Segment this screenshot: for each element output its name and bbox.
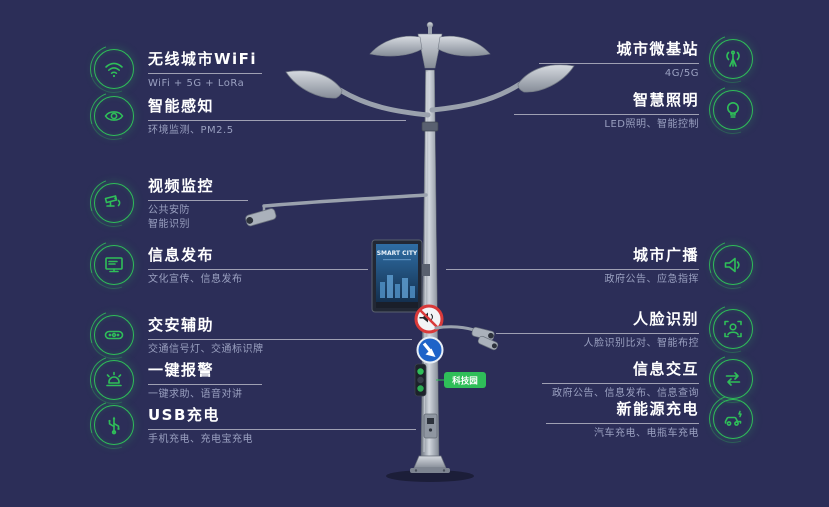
connector-line <box>148 269 368 270</box>
connector-line <box>539 63 699 64</box>
feature-subtitle: 环境监测、PM2.5 <box>148 125 234 136</box>
environment-sensor <box>421 121 439 132</box>
feature-subtitle: 政府公告、应急指挥 <box>604 274 699 285</box>
no-horn-sign <box>414 304 444 334</box>
feature-smart-sensing: 智能感知 环境监测、PM2.5 <box>94 95 406 138</box>
feature-info-publishing: 信息发布 文化宣传、信息发布 <box>94 244 368 287</box>
feature-ev-charging: 新能源充电 汽车充电、电瓶车充电 <box>546 398 753 441</box>
cctv-camera-icon <box>94 183 134 223</box>
left-lamp-head <box>285 70 343 99</box>
traffic-signal-icon <box>94 315 134 356</box>
connector-line <box>148 200 248 201</box>
feature-title: 人脸识别 <box>632 310 699 328</box>
feature-title: 一键报警 <box>148 361 215 379</box>
feature-smart-lighting: 智慧照明 LED照明、智能控制 <box>514 89 753 132</box>
feature-title: 城市广播 <box>632 246 699 264</box>
info-exchange-icon <box>713 359 753 400</box>
feature-micro-base-station: 城市微基站 4G/5G <box>539 38 753 81</box>
feature-subtitle-2: 智能识别 <box>148 218 190 230</box>
tech-park-tag: 科技园 <box>436 372 486 388</box>
display-screen-icon <box>94 245 134 286</box>
sensor-icon <box>94 96 134 137</box>
feature-subtitle: 人脸识别比对、智能布控 <box>583 338 699 349</box>
feature-subtitle: 文化宣传、信息发布 <box>148 274 243 285</box>
feature-title: 新能源充电 <box>616 400 699 418</box>
pole-base <box>410 455 450 473</box>
feature-face-recognition: 人脸识别 人脸识别比对、智能布控 <box>496 308 753 351</box>
usb-icon <box>94 405 134 446</box>
feature-subtitle: LED照明、智能控制 <box>604 119 699 130</box>
connector-line <box>148 384 262 385</box>
display-screen: SMART CITY <box>371 239 430 313</box>
face-recognition-icon <box>713 309 753 350</box>
feature-title: USB充电 <box>148 406 220 424</box>
wifi-icon <box>94 49 134 90</box>
ground-shadow <box>386 470 474 482</box>
connector-line <box>148 429 416 430</box>
connector-line <box>546 423 699 424</box>
feature-traffic-assist: 交安辅助 交通信号灯、交通标识牌 <box>94 314 412 357</box>
cctv-camera <box>245 193 428 227</box>
right-lamp-arm <box>429 64 575 113</box>
screen-title: SMART CITY <box>377 250 418 257</box>
feature-subtitle: 手机充电、充电宝充电 <box>148 434 253 445</box>
feature-subtitle: 一键求助、语音对讲 <box>148 389 243 400</box>
feature-title: 信息交互 <box>632 360 699 378</box>
feature-emergency-alarm: 一键报警 一键求助、语音对讲 <box>94 359 262 402</box>
feature-title: 智能感知 <box>148 97 215 115</box>
alarm-icon <box>94 360 134 401</box>
feature-title: 城市微基站 <box>616 40 699 58</box>
feature-city-broadcast: 城市广播 政府公告、应急指挥 <box>446 244 753 287</box>
feature-title: 智慧照明 <box>632 91 699 109</box>
connector-line <box>514 114 699 115</box>
connector-line <box>496 333 699 334</box>
feature-title: 无线城市WiFi <box>148 50 258 68</box>
feature-subtitle: 交通信号灯、交通标识牌 <box>148 344 264 355</box>
charging-panel <box>423 413 438 439</box>
feature-subtitle: 政府公告、信息发布、信息查询 <box>552 388 699 399</box>
feature-usb-charging: USB充电 手机充电、充电宝充电 <box>94 404 416 447</box>
feature-title: 信息发布 <box>148 246 215 264</box>
feature-subtitle: WiFi + 5G + LoRa <box>148 78 245 89</box>
feature-subtitle: 4G/5G <box>664 68 699 79</box>
smart-pole-illustration: SMART CITY <box>245 21 575 482</box>
feature-title: 交安辅助 <box>148 316 215 334</box>
tech-park-tag-label: 科技园 <box>452 376 478 387</box>
connector-line <box>148 73 262 74</box>
feature-wifi: 无线城市WiFi WiFi + 5G + LoRa <box>94 48 262 91</box>
connector-line <box>148 120 406 121</box>
feature-subtitle: 汽车充电、电瓶车充电 <box>594 428 699 439</box>
ev-charging-icon <box>713 399 753 440</box>
dual-cameras <box>434 325 499 351</box>
feature-subtitle: 公共安防 <box>148 205 190 216</box>
signal-light <box>414 363 427 397</box>
top-lamp <box>369 21 491 69</box>
loudspeaker-icon <box>713 245 753 286</box>
lightbulb-icon <box>713 90 753 131</box>
feature-title: 视频监控 <box>148 177 215 195</box>
connector-line <box>542 383 699 384</box>
connector-line <box>446 269 699 270</box>
right-lamp-head <box>517 64 575 93</box>
connector-line <box>148 339 412 340</box>
left-lamp-arm <box>285 70 431 118</box>
direction-sign <box>416 336 444 364</box>
base-station-icon <box>713 39 753 80</box>
feature-info-interaction: 信息交互 政府公告、信息发布、信息查询 <box>542 358 753 401</box>
feature-video-surveillance: 视频监控 公共安防 智能识别 <box>94 175 248 231</box>
